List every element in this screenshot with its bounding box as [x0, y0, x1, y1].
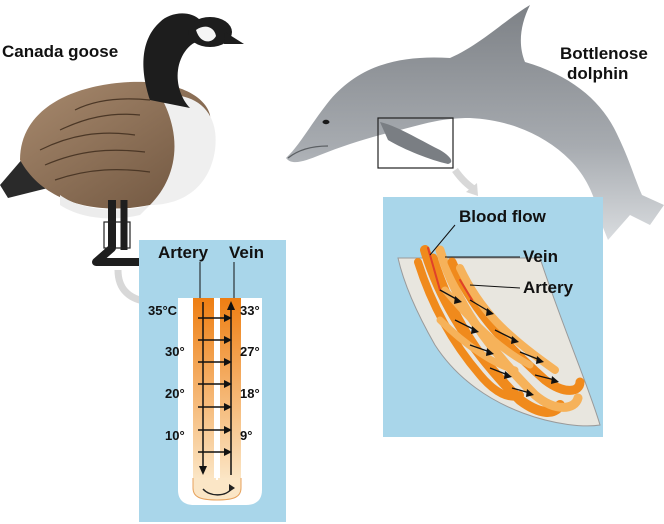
goose-chinstrap [196, 26, 216, 42]
dolphin-artery-leader [469, 284, 521, 289]
dolphin-flipper [380, 122, 452, 164]
goose-artery-down-arrow [199, 302, 207, 475]
vein-temp-label: 33° [240, 303, 260, 318]
vein-temp-label: 9° [240, 428, 253, 443]
goose-heat-exchange-panel [139, 240, 286, 522]
goose-body [20, 81, 211, 209]
dolphin-body [286, 5, 664, 240]
dolphin-heat-exchange-panel [383, 197, 603, 437]
goose-heat-transfer-arrows [198, 317, 226, 453]
goose-vein-up-arrow [227, 301, 235, 475]
blood-flow-label: Blood flow [459, 207, 546, 226]
dolphin-artery-label: Artery [523, 278, 574, 297]
vein-temp-label: 18° [240, 386, 260, 401]
dolphin-zoom-arrow [452, 167, 478, 193]
dolphin-label: dolphin [567, 64, 629, 83]
artery-temp-label: 35°C [148, 303, 178, 318]
dolphin-vessel-bundles [414, 245, 585, 417]
goose-leg [92, 200, 140, 266]
artery-temp-label: 30° [165, 344, 185, 359]
dolphin-mouth-line [287, 145, 329, 159]
artery-temp-label: 10° [165, 428, 185, 443]
goose-breast [150, 94, 216, 205]
goose-zoom-box [103, 221, 131, 249]
dolphin-vein-label: Vein [523, 247, 558, 266]
canada-goose-label: Canada goose [2, 42, 119, 61]
goose-vein-label: Vein [229, 243, 264, 262]
canada-goose-illustration [0, 13, 244, 312]
bottlenose-label: Bottlenose [560, 44, 648, 63]
artery-temp-label: 20° [165, 386, 185, 401]
goose-tail [0, 150, 48, 198]
bottlenose-dolphin-illustration [286, 5, 664, 240]
goose-artery-label: Artery [158, 243, 209, 262]
goose-wing-feathers [39, 98, 151, 181]
dolphin-eye [322, 119, 330, 125]
goose-beak [224, 32, 244, 44]
blood-flow-leader [429, 224, 456, 256]
vein-temp-label: 27° [240, 344, 260, 359]
goose-u-turn [192, 478, 242, 501]
dolphin-zoom-box [377, 117, 454, 169]
